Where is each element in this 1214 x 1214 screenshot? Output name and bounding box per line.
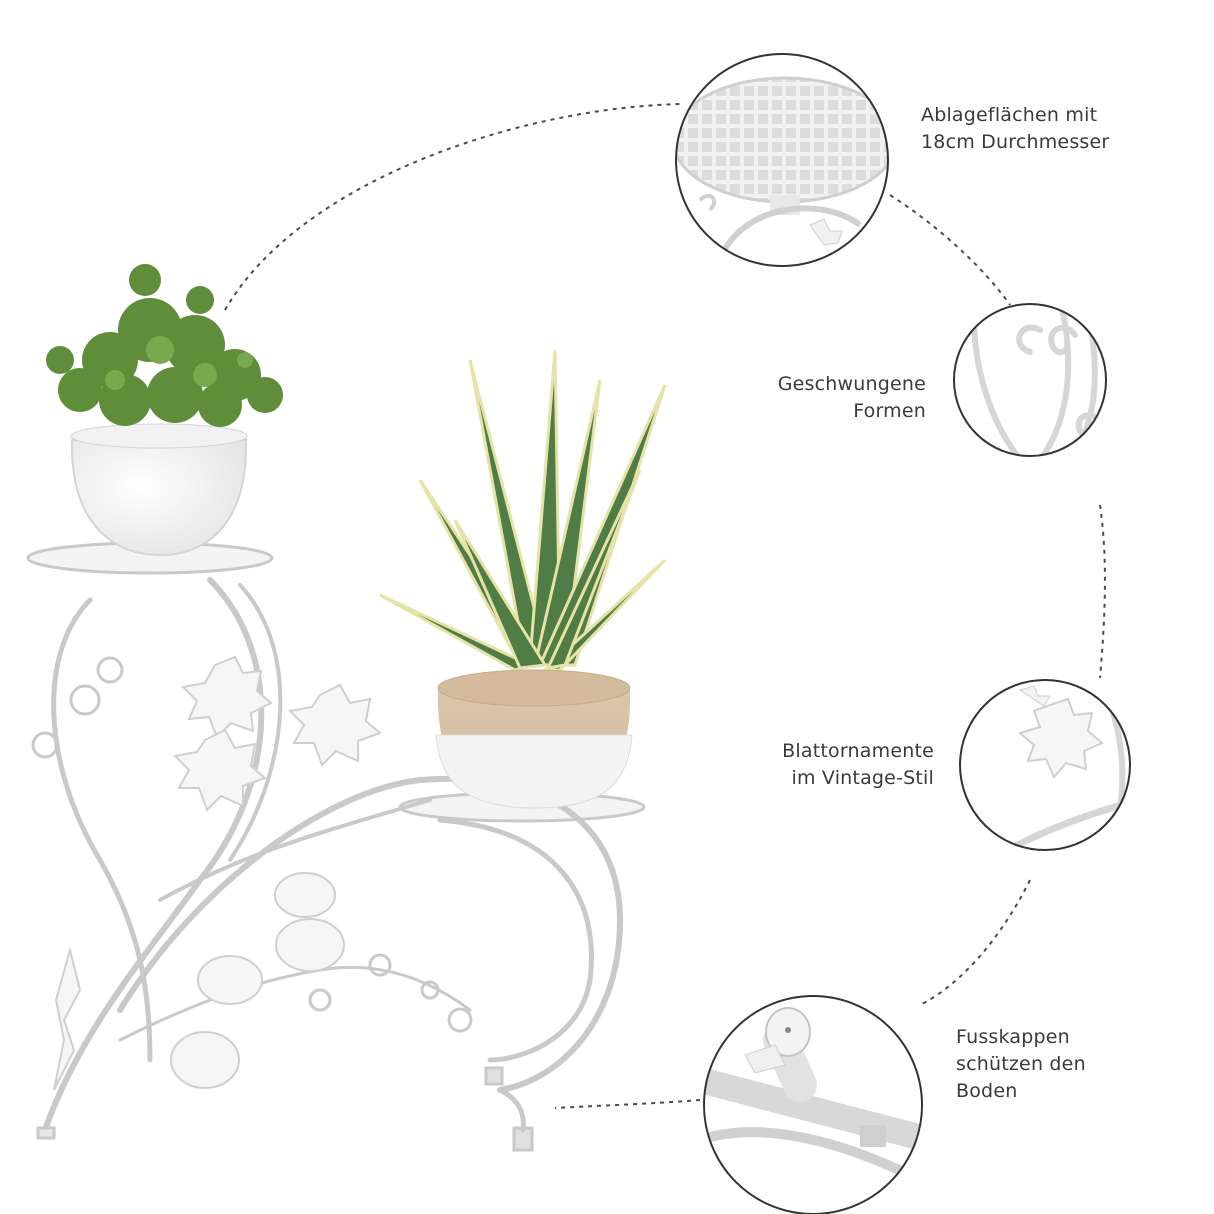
small-leaf-plant xyxy=(46,264,283,557)
callout-curved-shapes: Geschwungene Formen xyxy=(660,371,926,425)
callout-line: Formen xyxy=(853,400,926,422)
detail-circle-shelf xyxy=(675,53,889,267)
callout-foot-caps: Fusskappen schützen den Boden xyxy=(956,1024,1176,1105)
callout-line: im Vintage-Stil xyxy=(791,767,934,789)
callout-line: Blattornamente xyxy=(782,740,934,762)
callout-line: schützen den xyxy=(956,1053,1086,1075)
leaf-ornaments-stand xyxy=(53,655,382,1091)
callout-leaf-ornaments: Blattornamente im Vintage-Stil xyxy=(660,738,934,792)
agave-plant xyxy=(379,349,667,809)
callout-line: Boden xyxy=(956,1080,1018,1102)
callout-line: Ablageflächen mit xyxy=(921,104,1098,126)
dashed-connector-arc xyxy=(224,103,1106,1109)
detail-circle-foot xyxy=(703,995,923,1214)
detail-circle-scroll xyxy=(953,303,1107,457)
callout-line: 18cm Durchmesser xyxy=(921,131,1110,153)
callout-line: Geschwungene xyxy=(777,373,926,395)
callout-shelf-surface: Ablageflächen mit 18cm Durchmesser xyxy=(921,102,1191,156)
detail-circle-leaf xyxy=(959,679,1131,851)
callout-line: Fusskappen xyxy=(956,1026,1070,1048)
